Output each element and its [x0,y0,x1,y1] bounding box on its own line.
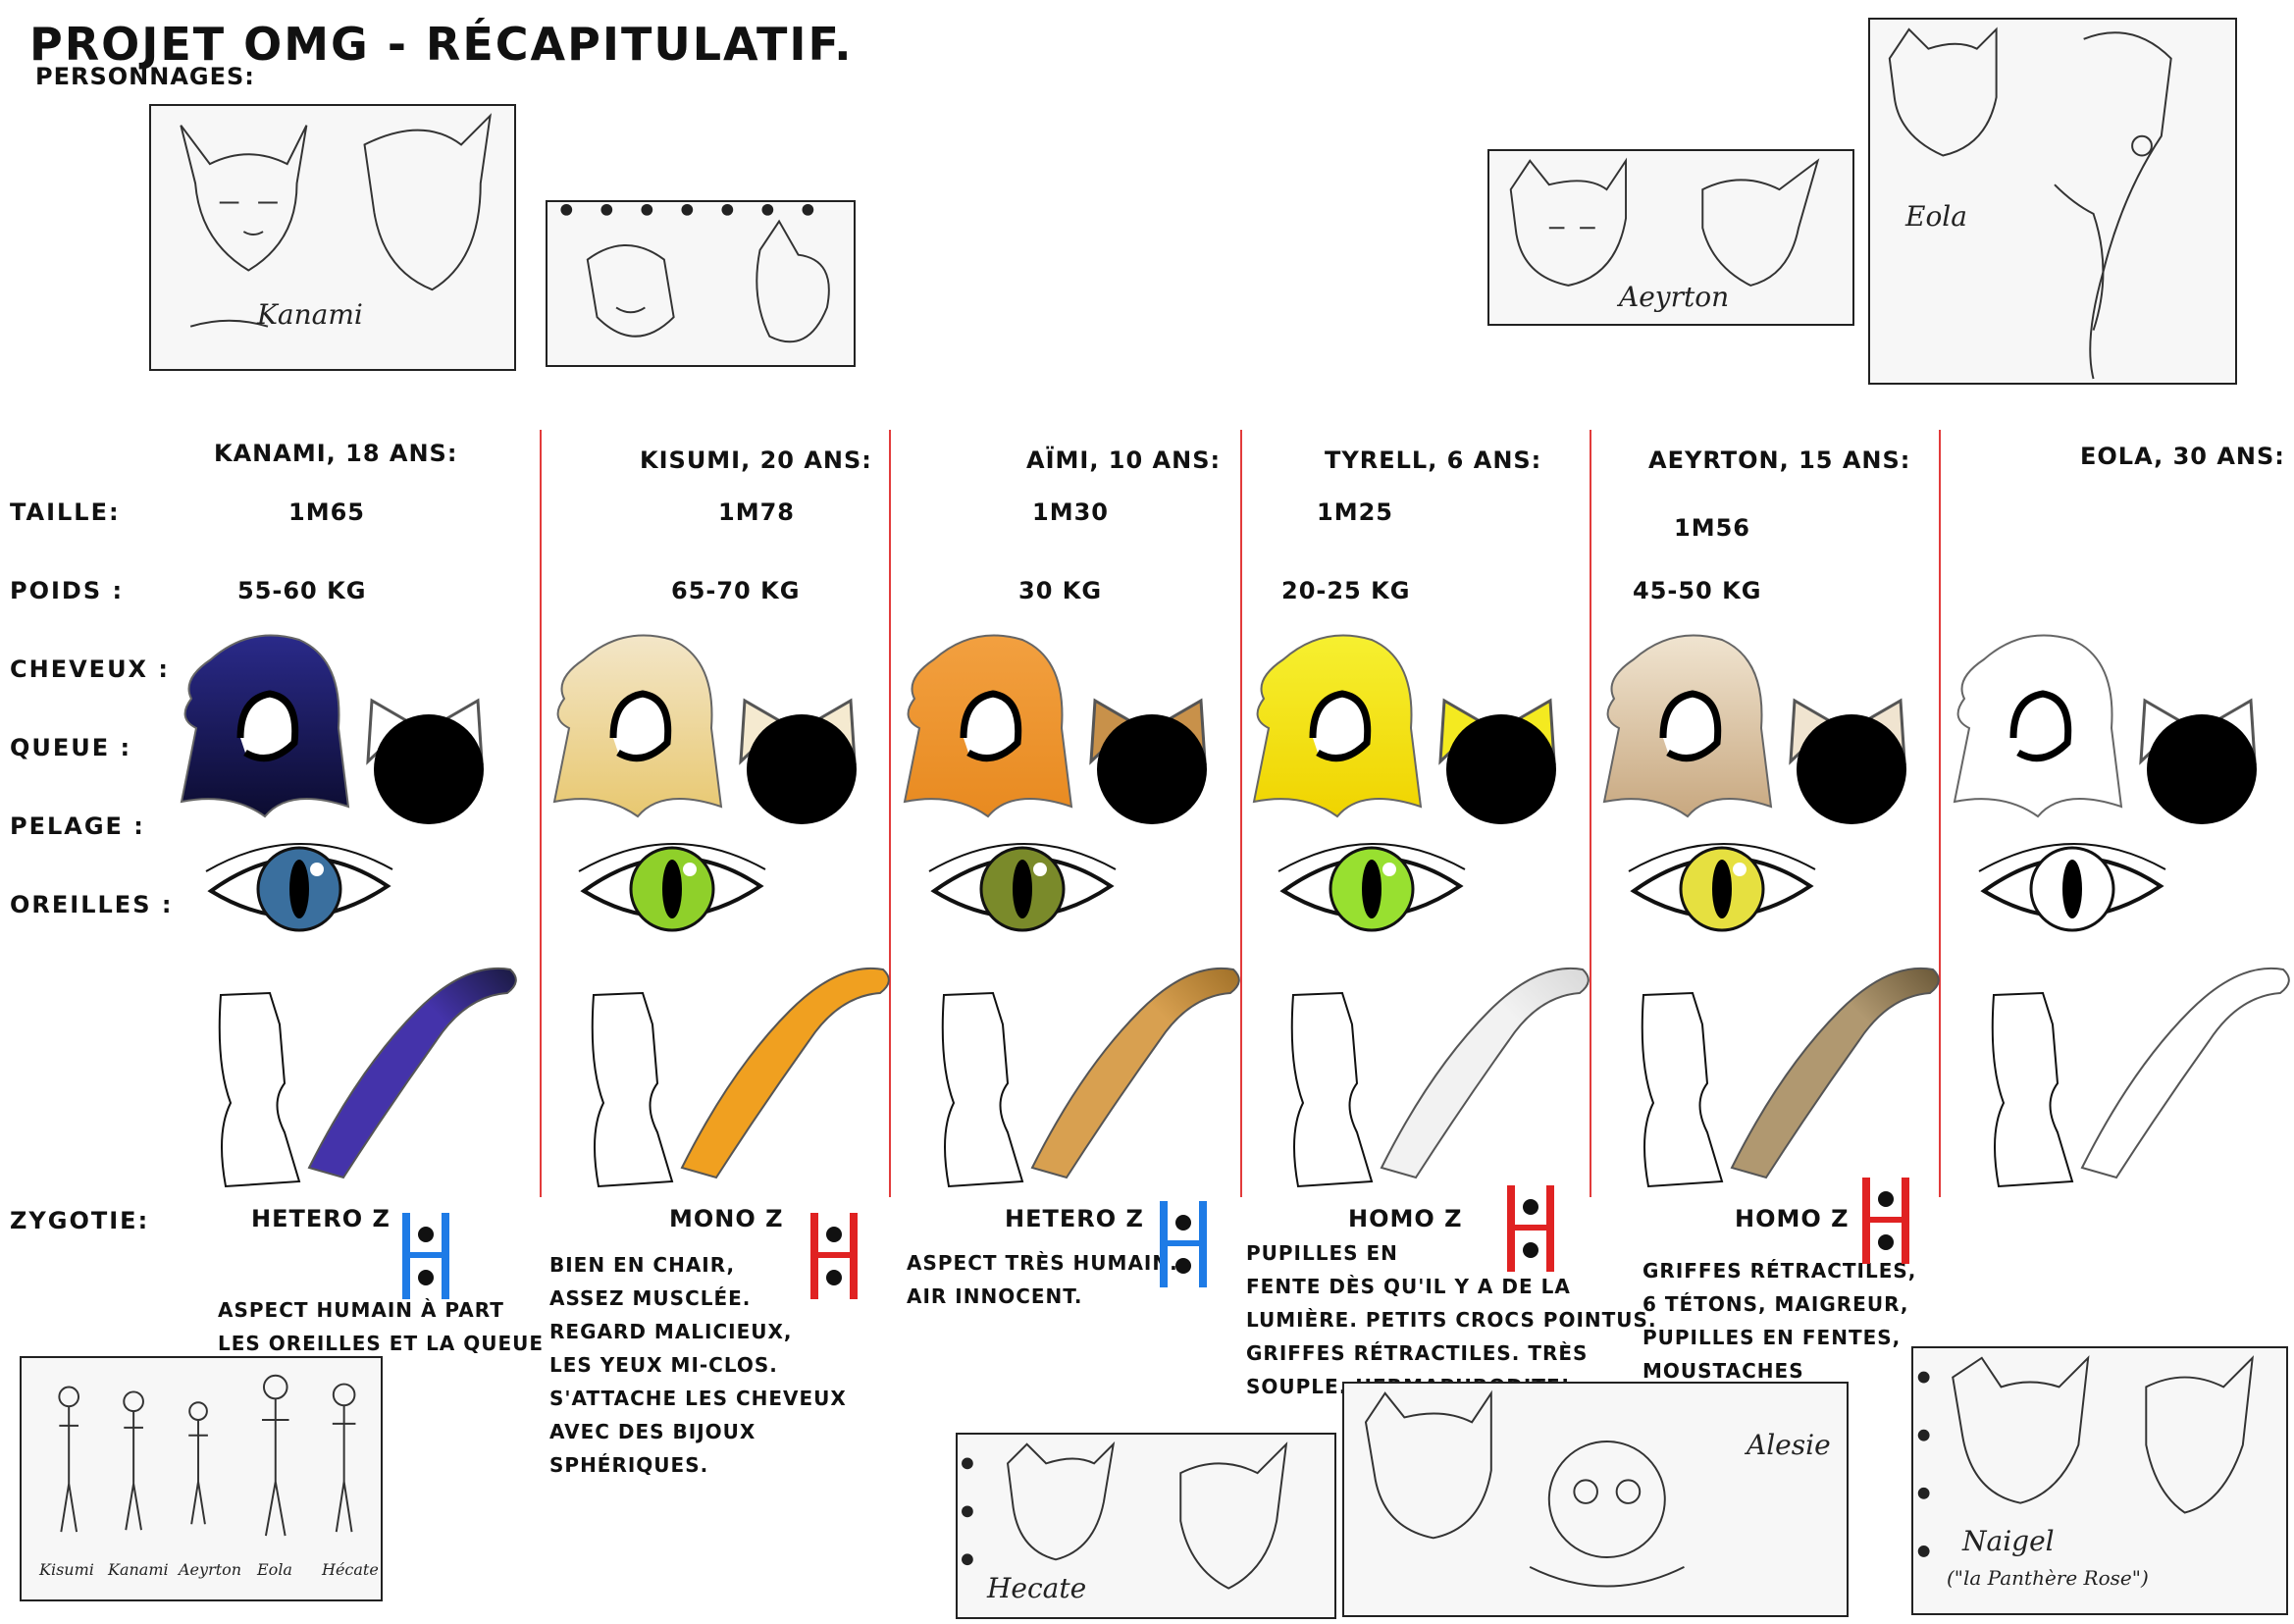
sketch-eola-caption: Eola [1905,200,1967,233]
sketch-alesie-caption: Alesie [1747,1429,1831,1461]
tail-swatch [1730,968,1940,1179]
hair-swatch [552,634,723,818]
eye-swatch [1978,843,2166,932]
taille-aimi: 1m30 [1032,498,1109,526]
poids-kanami: 55-60 kg [237,577,367,604]
zygotie-kanami: Hetero Z [251,1205,391,1232]
zygosity-symbol [402,1213,449,1299]
zygosity-symbol [810,1213,858,1299]
description-aeyrton: Griffes rétractiles, 6 tétons, maigreur,… [1642,1259,1917,1383]
taille-aeyrton: 1m56 [1674,514,1750,542]
sketch-kanami: Kanami [149,104,516,371]
character-name-eola: Eola, 30 ans: [2080,443,2285,470]
hair-swatch [1252,634,1423,818]
taille-tyrell: 1m25 [1317,498,1393,526]
column-divider [1240,430,1242,1197]
poids-kisumi: 65-70 kg [671,577,801,604]
lineup-name: Eola [257,1560,292,1579]
sketch-eola: Eola [1868,18,2237,385]
sketch-aeyrton-caption: Aeyrton [1619,281,1730,313]
character-name-aimi: Aïmi, 10 ans: [1026,446,1222,474]
taille-kisumi: 1m78 [718,498,795,526]
body-outline [1290,991,1374,1188]
description-kanami: Aspect humain à part les oreilles et la … [218,1298,545,1355]
lineup-name: Aeyrton [179,1560,242,1579]
character-name-kanami: Kanami, 18 ans: [214,440,458,467]
sketch-naigel-caption: Naigel [1962,1525,2055,1557]
ears-swatch [366,698,484,824]
zygotie-aimi: Hetero Z [1005,1205,1144,1232]
tail-swatch [2080,968,2290,1179]
label-oreilles: Oreilles : [10,891,174,918]
taille-kanami: 1m65 [288,498,365,526]
ears-swatch [1789,698,1906,824]
eye-swatch [578,843,766,932]
body-outline [941,991,1024,1188]
eye-swatch [1628,843,1816,932]
zygotie-kisumi: Mono Z [669,1205,784,1232]
tail-swatch [1030,968,1240,1179]
zygosity-symbol [1507,1185,1554,1272]
sketch-kanami-caption: Kanami [257,298,363,331]
sketch-aeyrton: Aeyrton [1487,149,1854,326]
description-tyrell: Pupilles en fente dès qu'il y a de la lu… [1246,1241,1657,1398]
body-outline [1991,991,2074,1188]
ears-swatch [739,698,857,824]
eye-swatch [205,843,393,932]
hair-swatch [903,634,1073,818]
poids-tyrell: 20-25 kg [1281,577,1411,604]
ears-swatch [1438,698,1556,824]
sketch-lineup: Kisumi Kanami Aeyrton Eola Hécate [20,1356,383,1601]
label-queue: Queue : [10,734,132,761]
lineup-name: Kisumi [39,1560,94,1579]
zygotie-tyrell: Homo Z [1348,1205,1463,1232]
hair-swatch [1953,634,2123,818]
sketch-hecate: Hecate [956,1433,1336,1619]
column-divider [1590,430,1591,1197]
sketch-naigel: Naigel ("la Panthère Rose") [1911,1346,2288,1615]
page-title: Projet OMG - Récapitulatif. [29,18,854,71]
hair-swatch [1602,634,1773,818]
character-name-aeyrton: Aeyrton, 15 ans: [1648,446,1911,474]
hair-swatch [180,634,350,818]
column-divider [889,430,891,1197]
sketch-hecate-caption: Hecate [987,1572,1087,1604]
zygosity-symbol [1862,1178,1909,1264]
description-aimi: Aspect très humain. Air innocent. [907,1251,1178,1308]
label-pelage: Pelage : [10,812,145,840]
zygotie-aeyrton: Homo Z [1735,1205,1850,1232]
character-name-kisumi: Kisumi, 20 ans: [640,446,872,474]
sketch-naigel-subcaption: ("la Panthère Rose") [1947,1566,2149,1590]
poids-aimi: 30 kg [1018,577,1103,604]
body-outline [591,991,674,1188]
ears-swatch [1089,698,1207,824]
ears-swatch [2139,698,2257,824]
label-cheveux: Cheveux : [10,655,171,683]
description-kisumi: Bien en chair, assez musclée. Regard mal… [549,1253,847,1477]
tail-swatch [680,968,890,1179]
eye-swatch [1277,843,1466,932]
body-outline [218,991,301,1188]
lineup-name: Kanami [108,1560,169,1579]
label-taille: Taille: [10,498,121,526]
lineup-name: Hécate [322,1560,379,1579]
label-poids: Poids : [10,577,125,604]
body-outline [1641,991,1724,1188]
sketch-kisumi [546,200,856,367]
zygosity-symbol [1160,1201,1207,1287]
column-divider [540,430,542,1197]
character-name-tyrell: Tyrell, 6 ans: [1325,446,1542,474]
tail-swatch [1380,968,1590,1179]
eye-swatch [928,843,1117,932]
sketch-alesie: Alesie [1342,1382,1849,1617]
poids-aeyrton: 45-50 kg [1633,577,1762,604]
label-zygotie: Zygotie: [10,1207,150,1234]
page-subtitle: Personnages: [35,63,255,90]
tail-swatch [307,968,517,1179]
column-divider [1939,430,1941,1197]
